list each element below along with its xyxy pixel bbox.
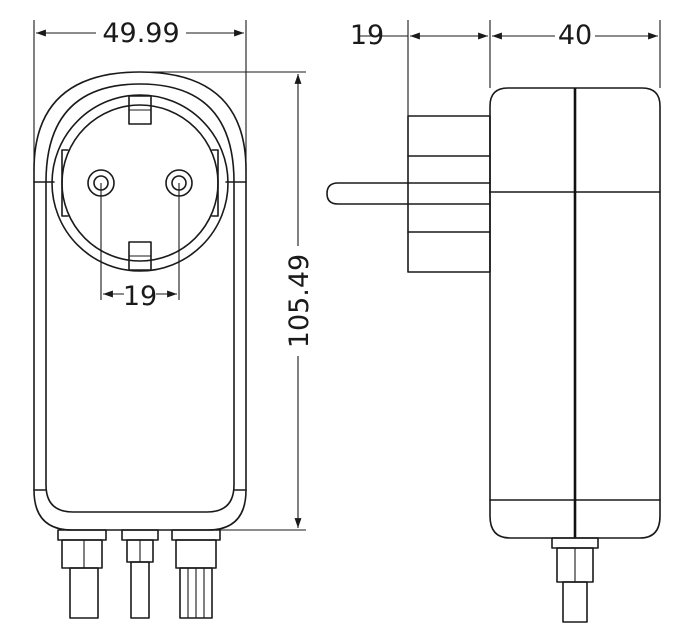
socket-side-notch-right [211, 149, 219, 217]
connector-middle-flange [121, 529, 159, 541]
dim-pin-spacing: 19 [100, 183, 180, 312]
socket [51, 94, 229, 272]
socket-side-notch-left [61, 149, 69, 217]
side-connector-plug [562, 581, 588, 623]
side-body-outline [489, 87, 661, 539]
connector-left-flange [57, 529, 107, 541]
dim-label-front-width: 49.99 [102, 18, 179, 49]
connector-right-flange [171, 529, 221, 541]
connector-middle-plug [130, 561, 150, 619]
dim-label-side-body-depth: 40 [558, 20, 592, 51]
dim-label-front-height: 105.49 [284, 254, 315, 348]
front-view: 49.99 105.49 19 [33, 16, 316, 619]
dim-front-width: 49.99 [33, 16, 247, 170]
dim-front-height: 105.49 [140, 71, 316, 531]
dim-label-side-plug-depth: 19 [350, 20, 384, 51]
side-view: 19 40 [326, 20, 661, 623]
connector-right-collar [175, 539, 217, 569]
connector-left-collar [61, 539, 103, 569]
front-body-outline [33, 71, 247, 531]
socket-inner-ring [61, 104, 219, 262]
front-body-inner [45, 83, 235, 513]
side-plug [326, 115, 491, 273]
side-bottom-connector [551, 537, 599, 623]
front-bottom-connectors [57, 529, 221, 619]
socket-outer-ring [51, 94, 229, 272]
dim-side-body-depth: 40 [492, 20, 661, 88]
side-plug-pin [326, 182, 409, 205]
side-connector-flange [551, 537, 599, 549]
side-plug-block [407, 115, 491, 273]
connector-left-plug [69, 567, 99, 619]
dim-side-plug-depth: 19 [350, 20, 491, 116]
dim-label-pin-spacing: 19 [123, 281, 157, 312]
